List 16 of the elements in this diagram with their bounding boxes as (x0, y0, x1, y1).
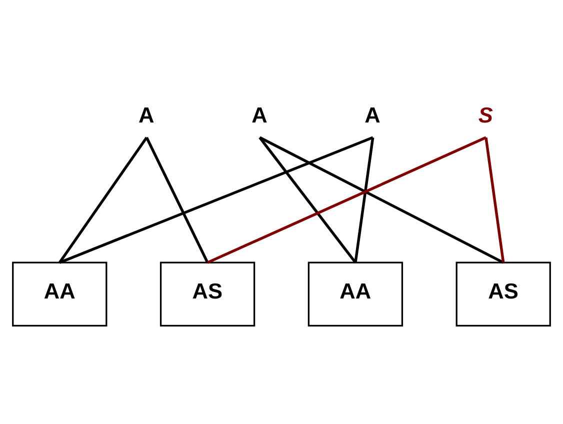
node-box: AA (12, 262, 108, 326)
node-text: S (478, 102, 493, 128)
connector (259, 136, 504, 264)
node-box: AA (308, 262, 404, 326)
connector (58, 136, 148, 264)
connector (59, 136, 374, 264)
connector (206, 136, 487, 264)
connector (258, 136, 357, 264)
node-box: AS (456, 262, 551, 326)
connector (484, 137, 505, 263)
node-text: A (364, 102, 380, 128)
connector (354, 137, 374, 263)
node-box: AS (160, 262, 256, 326)
connector (145, 136, 209, 264)
node-text: A (252, 102, 268, 128)
node-text: A (138, 102, 154, 128)
